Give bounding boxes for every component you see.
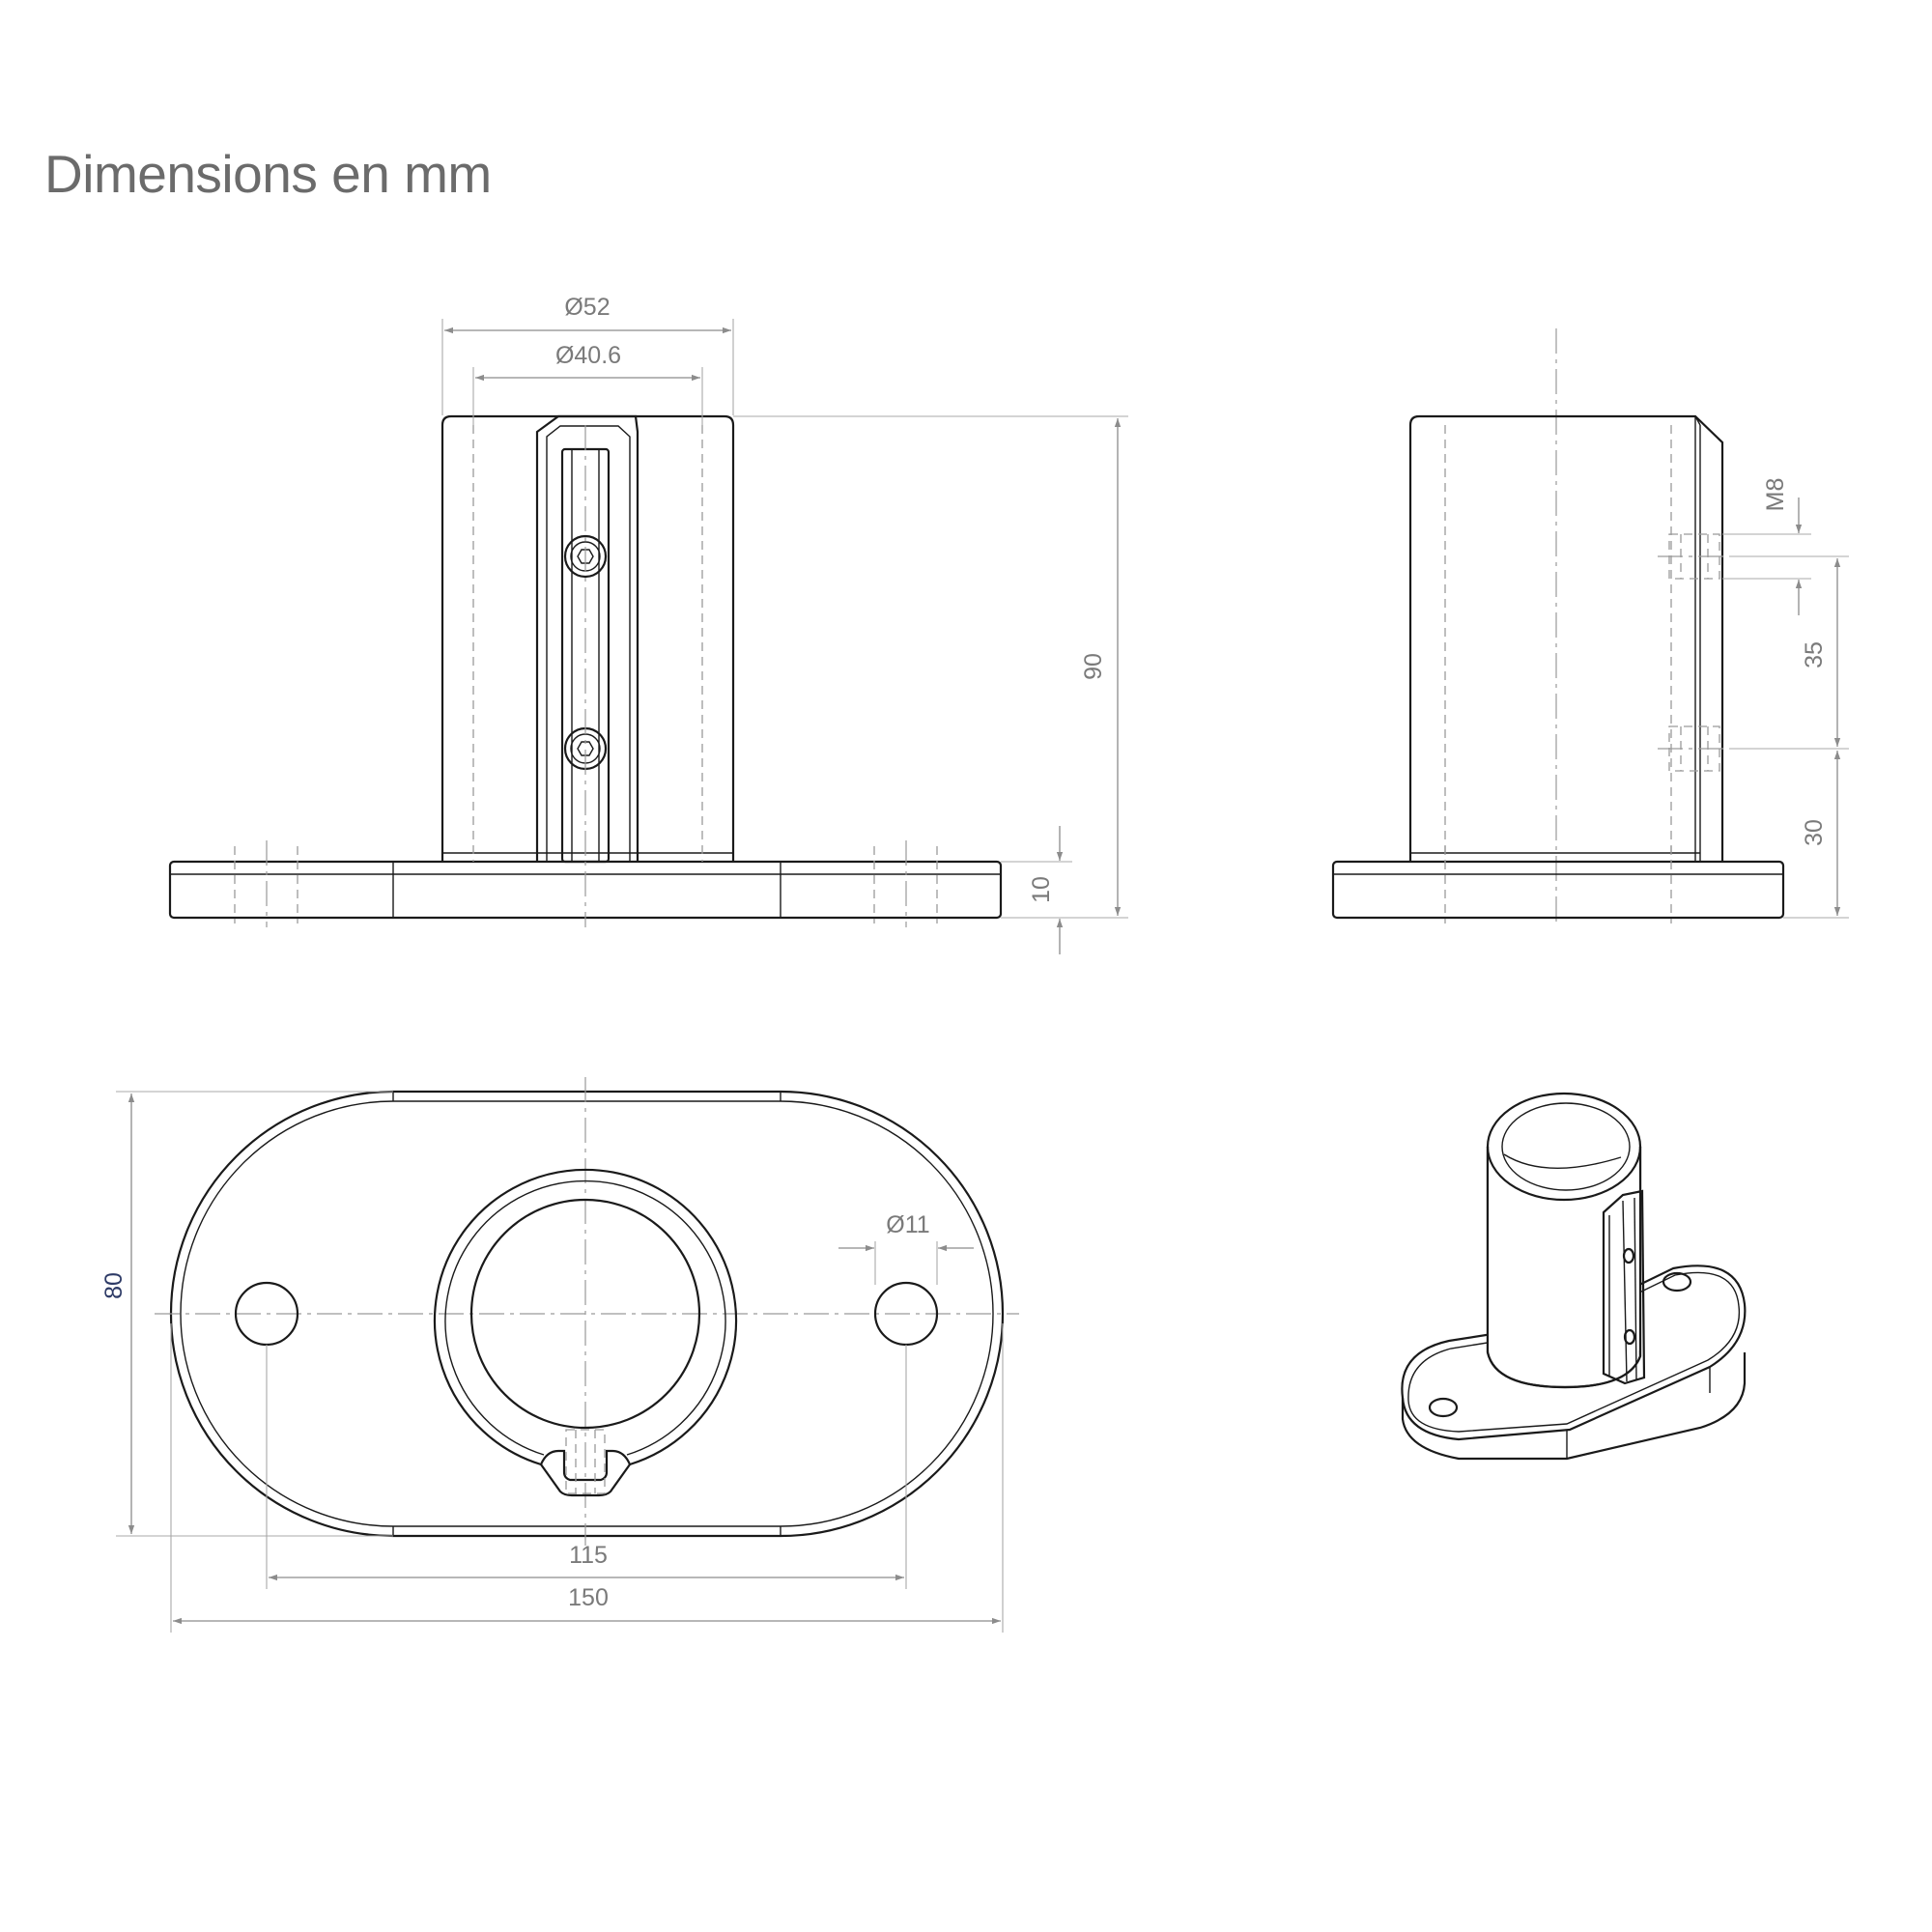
thread-lower-icon (1658, 725, 1729, 772)
dim-height: 90 (1080, 653, 1107, 680)
iso-hole-right (1662, 1271, 1692, 1293)
front-view: Ø52 Ø40.6 90 10 (168, 294, 1128, 954)
dim-base-thickness: 10 (1028, 876, 1055, 903)
dim-lower-hole-height: 30 (1801, 819, 1828, 846)
dim-inner-diameter: Ø40.6 (555, 342, 621, 369)
isometric-view (1401, 1092, 1747, 1461)
iso-bolt-upper-icon (1622, 1247, 1635, 1264)
iso-bolt-lower-icon (1623, 1328, 1636, 1346)
top-tube-bore (469, 1198, 701, 1430)
side-view: M8 35 30 (1331, 328, 1849, 927)
dim-hole-spacing: 115 (569, 1542, 608, 1569)
front-tube (440, 414, 735, 862)
top-tube-outer-ring (433, 1168, 738, 1466)
dim-base-width: 80 (100, 1272, 128, 1299)
dim-hole-diameter: Ø11 (886, 1211, 929, 1238)
dim-thread: M8 (1762, 478, 1789, 512)
page-title: Dimensions en mm (44, 144, 492, 204)
dim-base-length: 150 (568, 1584, 609, 1611)
iso-hole-left (1428, 1397, 1459, 1418)
thread-upper-icon (1658, 533, 1729, 580)
dim-outer-diameter: Ø52 (564, 294, 610, 321)
side-tube (1408, 414, 1724, 862)
iso-base-plate (1401, 1264, 1747, 1441)
dim-hole-spacing-vertical: 35 (1801, 641, 1828, 668)
top-view: Ø11 80 115 150 (100, 1077, 1019, 1633)
iso-clamp-strip (1602, 1189, 1646, 1385)
side-base-plate (1331, 860, 1785, 920)
